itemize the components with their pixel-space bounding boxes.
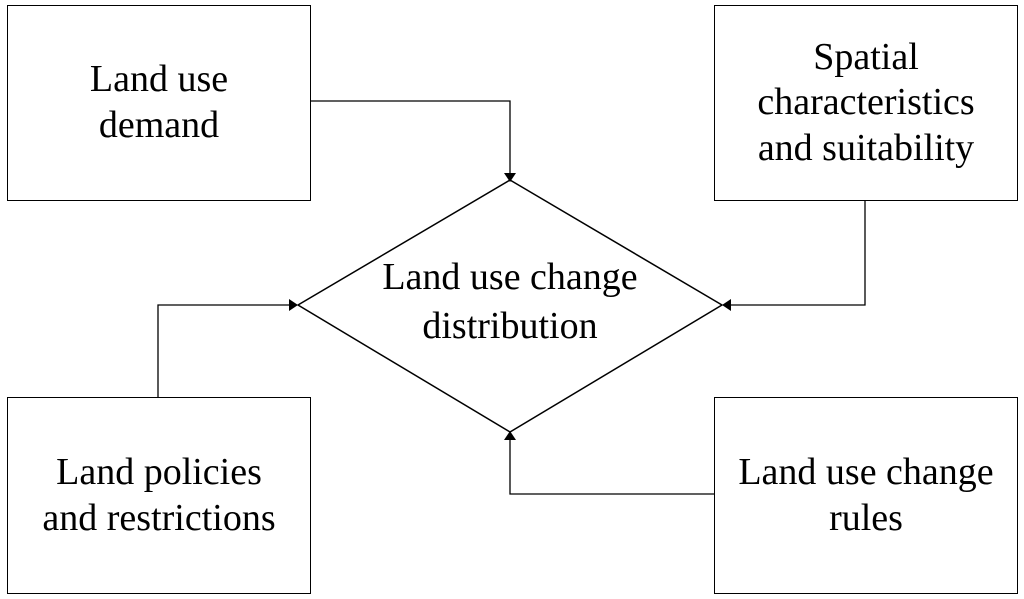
- node-spatial-characteristics: Spatial characteristics and suitability: [714, 5, 1018, 201]
- center-label: Land use change distribution: [382, 255, 638, 347]
- connector-spatial-to-center: [728, 201, 866, 306]
- node-label: Land policies and restrictions: [42, 450, 276, 539]
- node-land-policies: Land policies and restrictions: [7, 397, 311, 594]
- node-label: Land use demand: [89, 58, 229, 146]
- node-label: Land use change rules: [738, 450, 994, 539]
- node-land-use-demand: Land use demand: [7, 5, 311, 201]
- center-node-land-use-change-distribution: Land use change distribution: [310, 252, 710, 352]
- node-label: Spatial characteristics and suitability: [757, 35, 975, 169]
- node-land-use-change-rules: Land use change rules: [714, 397, 1018, 594]
- arrowhead-spatial: [722, 299, 731, 311]
- connector-demand-to-center: [311, 100, 511, 176]
- arrowhead-rules: [504, 431, 516, 440]
- arrowhead-policies: [289, 299, 298, 311]
- connector-policies-to-center: [157, 304, 292, 397]
- arrowhead-demand: [504, 173, 516, 182]
- connector-rules-to-center: [509, 437, 714, 495]
